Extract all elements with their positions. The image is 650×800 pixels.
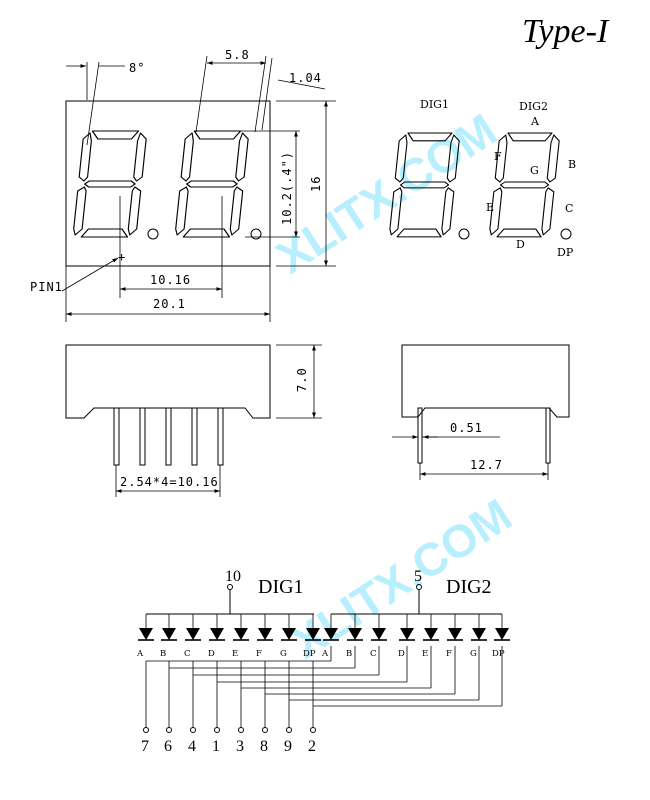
dig1-seg-label-c: C (184, 649, 191, 659)
dig2-diode-c (370, 627, 388, 641)
dig2-diode-e (422, 627, 440, 641)
map-seg-c: C (565, 202, 573, 215)
front-digit-2 (174, 130, 250, 238)
bottom-pin-number: 6 (164, 738, 172, 755)
bottom-pin-dot (190, 727, 196, 733)
dig2-seg-label-a: A (321, 649, 329, 659)
pin-pitch-label: 2.54*4=10.16 (120, 475, 219, 489)
digit-height-label: 10.2(.4") (280, 151, 294, 225)
schematic: 10 DIG1 5 DIG2 A B C D E F G DP A B C D E F G DP (136, 568, 511, 755)
dig2-seg-label-g: G (470, 649, 477, 659)
cathode-wiring (145, 646, 503, 728)
seg-thickness-label: 1.04 (289, 71, 322, 85)
pin-row-spacing-label: 12.7 (470, 458, 503, 472)
dig1-seg-label-b: B (160, 649, 166, 659)
map-seg-f: F (494, 150, 502, 163)
dig2-seg-label-c: C (370, 649, 377, 659)
dig1-seg-label-f: F (256, 649, 262, 659)
bottom-pin-dot (143, 727, 149, 733)
dig2-diode-f (446, 627, 464, 641)
map-seg-dp: DP (557, 246, 574, 259)
end-body (401, 344, 570, 418)
dig1-diode-a (137, 627, 155, 641)
bottom-pin-dot (310, 727, 316, 733)
map-seg-b: B (568, 158, 576, 171)
front-dp-2 (250, 228, 262, 240)
side-pin-4 (191, 407, 198, 466)
side-height-label: 7.0 (295, 367, 309, 392)
body-height-label: 16 (309, 176, 323, 192)
map-seg-a: A (530, 115, 540, 128)
front-digit-1 (72, 130, 148, 238)
dig1-seg-label-d: D (208, 649, 215, 659)
dig1-seg-label-g: G (280, 649, 287, 659)
map-dp-2 (560, 228, 572, 240)
bottom-pin-number: 1 (212, 738, 220, 755)
map-seg-e: E (486, 201, 494, 214)
dig2-seg-label-dp: DP (492, 649, 505, 659)
dig2-diode-g (470, 627, 488, 641)
bottom-pin-dot (214, 727, 220, 733)
bottom-pin-number: 2 (308, 738, 316, 755)
pin1-label: PIN1 (30, 280, 63, 294)
front-body (65, 100, 271, 267)
pin-dia-label: 0.51 (450, 421, 483, 435)
bottom-pin-dot (166, 727, 172, 733)
watermark-upper: XLITX.COM (267, 103, 505, 283)
end-pin-right (545, 407, 551, 464)
dig2-diode-dp (493, 627, 511, 641)
dig2-pin-number: 5 (414, 568, 422, 585)
side-pin-5 (217, 407, 224, 466)
dig1-seg-label-dp: DP (303, 649, 316, 659)
dig2-seg-label-f: F (446, 649, 452, 659)
side-body (65, 344, 271, 419)
map-dig1-label: DIG1 (420, 98, 449, 111)
side-pin-2 (139, 407, 146, 466)
map-dig2-label: DIG2 (519, 100, 548, 113)
dig2-seg-label-b: B (346, 649, 352, 659)
bottom-pin-dot (262, 727, 268, 733)
map-seg-d: D (516, 238, 525, 251)
dig1-diode-d (208, 627, 226, 641)
bottom-pin-number: 9 (284, 738, 292, 755)
segment-labels: A B C D E F G DP A B C D E F G DP (136, 649, 505, 659)
dig1-diode-f (256, 627, 274, 641)
end-view: 0.51 12.7 (392, 344, 570, 480)
front-dp-1 (147, 228, 159, 240)
front-view: + 8° 5.8 1.04 10.2(.4") 16 10.16 20 (30, 48, 336, 322)
dig2-diodes (322, 614, 511, 641)
side-view: 7.0 2.54*4=10.16 (65, 344, 322, 497)
dig1-pin-number: 10 (225, 568, 241, 585)
bottom-pin-number: 7 (141, 738, 149, 755)
dig1-seg-label-e: E (232, 649, 238, 659)
body-width-label: 20.1 (153, 297, 186, 311)
dig2-seg-label-d: D (398, 649, 405, 659)
dig1-diode-b (160, 627, 178, 641)
bottom-pin-dot (286, 727, 292, 733)
dig2-label: DIG2 (446, 576, 492, 598)
dig2-diode-d (398, 627, 416, 641)
angle-label: 8° (129, 61, 145, 75)
side-pin-3 (165, 407, 172, 466)
side-pin-1 (113, 407, 120, 466)
segment-map: DIG1 DIG2 A B C D E F G DP (388, 98, 576, 259)
bottom-pin-dot (238, 727, 244, 733)
pin1-marker: + (118, 250, 126, 264)
bottom-pin-number: 4 (188, 738, 196, 755)
map-seg-g: G (530, 164, 539, 177)
dig2-seg-label-e: E (422, 649, 428, 659)
pin-span-label: 10.16 (150, 273, 191, 287)
dig1-diode-e (232, 627, 250, 641)
type-title: Type-I (522, 13, 610, 50)
bottom-pin-number: 8 (260, 738, 268, 755)
dig1-label: DIG1 (258, 576, 304, 598)
bottom-pin-number: 3 (236, 738, 244, 755)
dig1-diodes (137, 614, 322, 641)
dig1-diode-c (184, 627, 202, 641)
map-dp-1 (458, 228, 470, 240)
seg-width-label: 5.8 (225, 48, 250, 62)
dig1-seg-label-a: A (136, 649, 144, 659)
